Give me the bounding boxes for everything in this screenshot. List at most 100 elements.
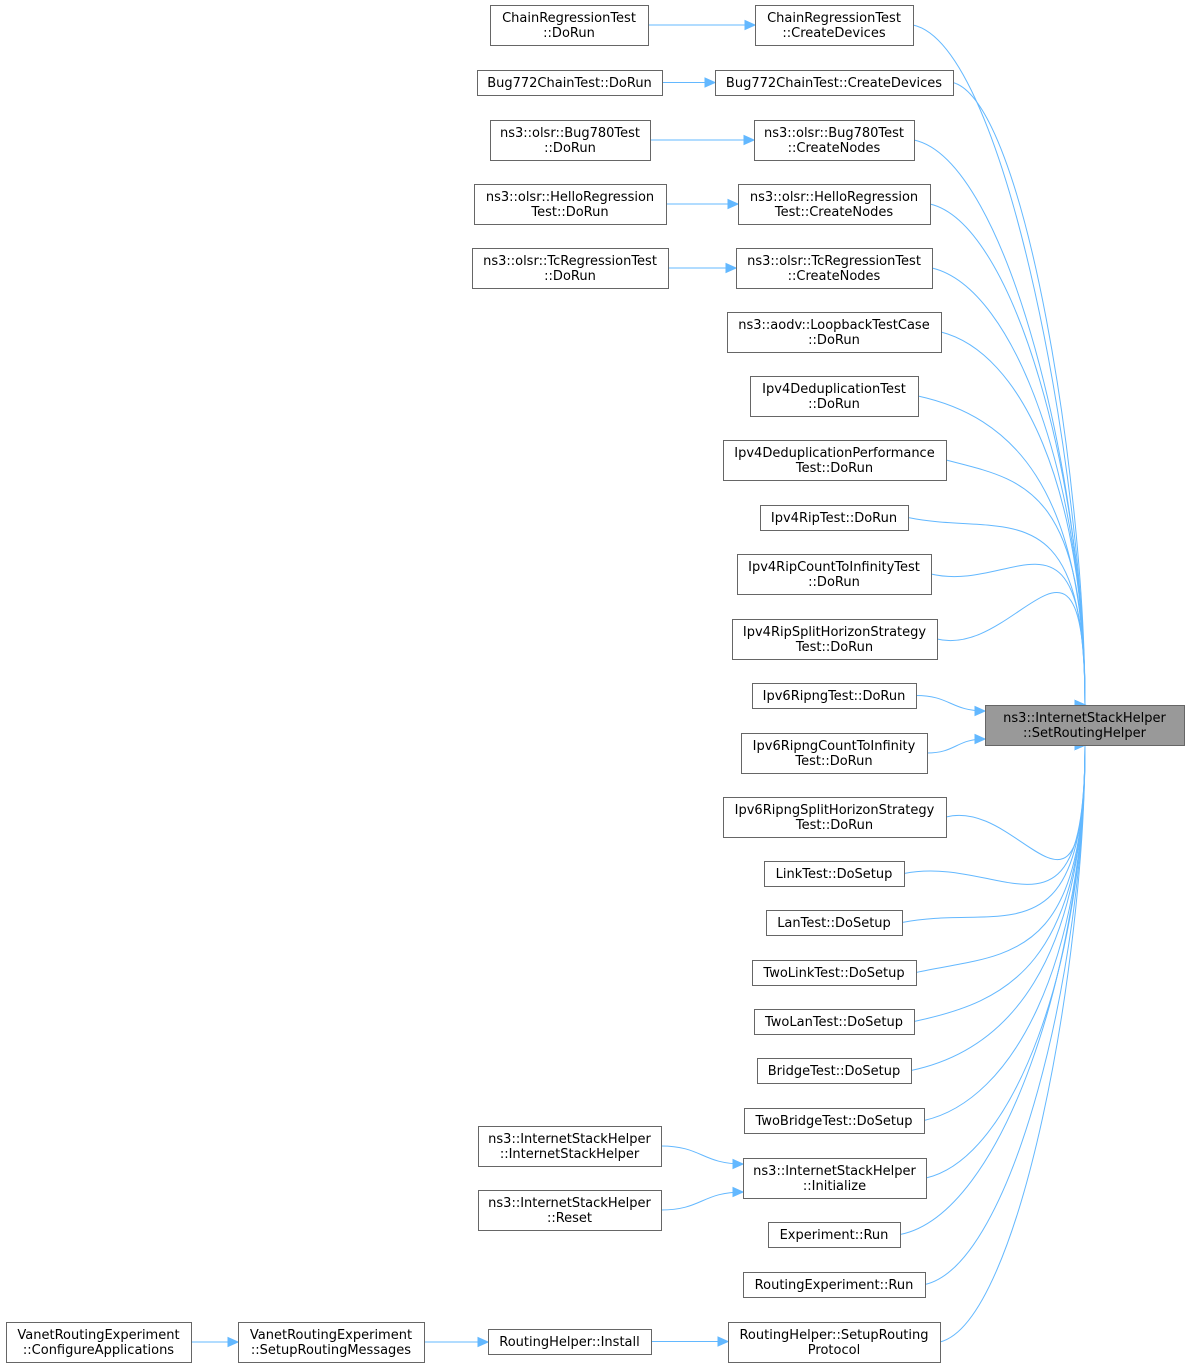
node-box[interactable] bbox=[764, 861, 905, 887]
node-lantest-dosetup[interactable]: LanTest::DoSetup bbox=[766, 910, 903, 936]
edge-n19-to-n0 bbox=[945, 744, 1086, 861]
edge-n21-to-n0 bbox=[901, 744, 1086, 923]
node-box[interactable] bbox=[755, 5, 914, 46]
node-label-line: ::SetRoutingHelper bbox=[1023, 726, 1147, 741]
node-ipv4riptest-dorun[interactable]: Ipv4RipTest::DoRun bbox=[760, 505, 909, 531]
node-box[interactable] bbox=[727, 312, 942, 353]
node-routinghelper-install[interactable]: RoutingHelper::Install bbox=[488, 1329, 652, 1355]
node-ns3-aodv-loopbacktestcase-dorun[interactable]: ns3::aodv::LoopbackTestCase::DoRun bbox=[727, 312, 942, 353]
node-chainregressiontest-dorun[interactable]: ChainRegressionTest::DoRun bbox=[490, 5, 649, 46]
node-box[interactable] bbox=[768, 1222, 901, 1248]
node-box[interactable] bbox=[477, 70, 663, 96]
node-ipv4deduplicationtest-dorun[interactable]: Ipv4DeduplicationTest::DoRun bbox=[750, 376, 919, 417]
node-label-line: Ipv6RipngSplitHorizonStrategy bbox=[735, 803, 935, 818]
node-box[interactable] bbox=[737, 554, 932, 595]
node-ns3-internetstackhelper-internetstackhelper[interactable]: ns3::InternetStackHelper::InternetStackH… bbox=[478, 1126, 662, 1167]
node-label-line: Ipv4DeduplicationTest bbox=[762, 382, 906, 397]
node-label-line: Protocol bbox=[808, 1343, 860, 1358]
edge-n23-to-n0 bbox=[913, 744, 1086, 1022]
edge-n7-to-n0 bbox=[929, 203, 1086, 706]
node-box[interactable] bbox=[752, 683, 917, 709]
node-ns3-olsr-tcregressiontest-createnodes[interactable]: ns3::olsr::TcRegressionTest::CreateNodes bbox=[736, 248, 933, 289]
node-label-line: VanetRoutingExperiment bbox=[250, 1328, 412, 1343]
node-twolinktest-dosetup[interactable]: TwoLinkTest::DoSetup bbox=[752, 960, 917, 986]
node-label-line: ::SetupRoutingMessages bbox=[251, 1343, 411, 1358]
node-experiment-run[interactable]: Experiment::Run bbox=[768, 1222, 901, 1248]
node-box[interactable] bbox=[474, 184, 667, 225]
node-ipv6ripngtest-dorun[interactable]: Ipv6RipngTest::DoRun bbox=[752, 683, 917, 709]
node-bug772chaintest-createdevices[interactable]: Bug772ChainTest::CreateDevices bbox=[715, 70, 954, 96]
edge-n1-to-n0 bbox=[912, 24, 1086, 706]
node-box[interactable] bbox=[738, 184, 931, 225]
node-label-line: ns3::InternetStackHelper bbox=[488, 1132, 651, 1147]
node-label-line: ns3::InternetStackHelper bbox=[753, 1164, 916, 1179]
node-linktest-dosetup[interactable]: LinkTest::DoSetup bbox=[764, 861, 905, 887]
node-ns3-internetstackhelper-setroutinghelper[interactable]: ns3::InternetStackHelper::SetRoutingHelp… bbox=[985, 705, 1185, 746]
node-bridgetest-dosetup[interactable]: BridgeTest::DoSetup bbox=[757, 1058, 912, 1084]
node-box[interactable] bbox=[736, 248, 933, 289]
node-label-line: ::DoRun bbox=[808, 397, 860, 412]
node-box[interactable] bbox=[760, 505, 909, 531]
node-ns3-olsr-bug780test-dorun[interactable]: ns3::olsr::Bug780Test::DoRun bbox=[490, 120, 651, 161]
node-twolantest-dosetup[interactable]: TwoLanTest::DoSetup bbox=[754, 1009, 915, 1035]
node-box[interactable] bbox=[741, 733, 928, 774]
node-label-line: VanetRoutingExperiment bbox=[17, 1328, 179, 1343]
node-ns3-olsr-bug780test-createnodes[interactable]: ns3::olsr::Bug780Test::CreateNodes bbox=[754, 120, 915, 161]
node-box[interactable] bbox=[757, 1058, 912, 1084]
node-box[interactable] bbox=[490, 5, 649, 46]
edge-n14-to-n0 bbox=[907, 517, 1086, 706]
node-label-line: LinkTest::DoSetup bbox=[776, 867, 893, 882]
node-label-line: ns3::olsr::HelloRegression bbox=[486, 190, 654, 205]
node-label-line: ns3::olsr::Bug780Test bbox=[764, 126, 904, 141]
node-bug772chaintest-dorun[interactable]: Bug772ChainTest::DoRun bbox=[477, 70, 663, 96]
node-vanetroutingexperiment-configureapplications[interactable]: VanetRoutingExperiment::ConfigureApplica… bbox=[6, 1322, 192, 1363]
node-chainregressiontest-createdevices[interactable]: ChainRegressionTest::CreateDevices bbox=[755, 5, 914, 46]
node-box[interactable] bbox=[743, 1272, 926, 1298]
node-box[interactable] bbox=[6, 1322, 192, 1363]
node-box[interactable] bbox=[478, 1190, 662, 1231]
node-label-line: ::DoRun bbox=[543, 26, 595, 41]
node-label-line: ::DoRun bbox=[544, 141, 596, 156]
nodes-layer: ns3::InternetStackHelper::SetRoutingHelp… bbox=[6, 5, 1185, 1363]
node-box[interactable] bbox=[723, 797, 947, 838]
node-box[interactable] bbox=[723, 440, 947, 481]
node-box[interactable] bbox=[754, 1009, 915, 1035]
node-box[interactable] bbox=[750, 376, 919, 417]
node-box[interactable] bbox=[985, 705, 1185, 746]
node-label-line: ::ConfigureApplications bbox=[23, 1343, 174, 1358]
node-box[interactable] bbox=[766, 910, 903, 936]
node-box[interactable] bbox=[743, 1158, 927, 1199]
node-ns3-internetstackhelper-initialize[interactable]: ns3::InternetStackHelper::Initialize bbox=[743, 1158, 927, 1199]
node-ns3-olsr-tcregressiontest-dorun[interactable]: ns3::olsr::TcRegressionTest::DoRun bbox=[472, 248, 669, 289]
node-box[interactable] bbox=[488, 1329, 652, 1355]
node-ns3-internetstackhelper-reset[interactable]: ns3::InternetStackHelper::Reset bbox=[478, 1190, 662, 1231]
node-ipv4ripcounttoinfinitytest-dorun[interactable]: Ipv4RipCountToInfinityTest::DoRun bbox=[737, 554, 932, 595]
node-label-line: ns3::olsr::TcRegressionTest bbox=[747, 254, 921, 269]
node-box[interactable] bbox=[744, 1108, 925, 1134]
node-twobridgetest-dosetup[interactable]: TwoBridgeTest::DoSetup bbox=[744, 1108, 925, 1134]
node-routingexperiment-run[interactable]: RoutingExperiment::Run bbox=[743, 1272, 926, 1298]
node-box[interactable] bbox=[472, 248, 669, 289]
node-label-line: Test::DoRun bbox=[530, 205, 608, 220]
node-box[interactable] bbox=[732, 619, 938, 660]
node-label-line: ns3::olsr::HelloRegression bbox=[750, 190, 918, 205]
node-box[interactable] bbox=[715, 70, 954, 96]
node-label-line: ::CreateNodes bbox=[788, 141, 881, 156]
node-box[interactable] bbox=[728, 1322, 941, 1363]
node-box[interactable] bbox=[478, 1126, 662, 1167]
node-box[interactable] bbox=[754, 120, 915, 161]
node-ns3-olsr-helloregression-test-createnodes[interactable]: ns3::olsr::HelloRegressionTest::CreateNo… bbox=[738, 184, 931, 225]
node-label-line: Test::DoRun bbox=[795, 461, 873, 476]
node-vanetroutingexperiment-setuproutingmessages[interactable]: VanetRoutingExperiment::SetupRoutingMess… bbox=[238, 1322, 425, 1363]
node-box[interactable] bbox=[752, 960, 917, 986]
node-box[interactable] bbox=[490, 120, 651, 161]
node-box[interactable] bbox=[238, 1322, 425, 1363]
edge-n9-to-n0 bbox=[931, 267, 1086, 706]
